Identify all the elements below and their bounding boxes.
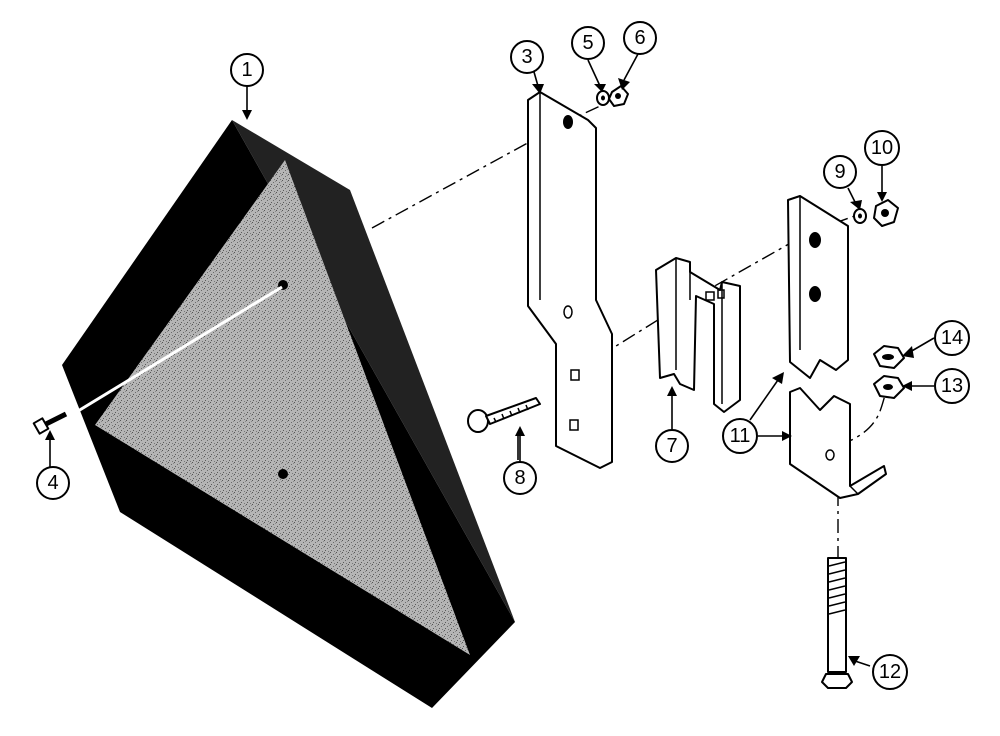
svg-text:11: 11 — [730, 425, 751, 447]
callout-6: 6 — [623, 21, 657, 55]
callout-10: 10 — [864, 130, 900, 166]
bolt-part-4 — [32, 411, 68, 468]
svg-text:3: 3 — [521, 46, 532, 68]
washer-part-9 — [853, 208, 867, 224]
bolt-part-12 — [821, 557, 871, 689]
callout-8: 8 — [503, 461, 537, 495]
bracket-part-3 — [527, 91, 613, 469]
callout-14: 14 — [934, 320, 970, 356]
smv-emblem — [59, 120, 515, 708]
callout-3: 3 — [510, 40, 544, 74]
channel-part-7 — [655, 257, 741, 413]
callout-9: 9 — [823, 155, 857, 189]
callout-13: 13 — [934, 368, 970, 404]
washer-part-13 — [873, 375, 905, 399]
leader-lines — [242, 53, 935, 462]
reflective-triangle — [95, 160, 470, 655]
svg-text:13: 13 — [941, 375, 963, 397]
washer-part-5 — [596, 90, 610, 106]
svg-text:14: 14 — [941, 327, 963, 349]
svg-text:4: 4 — [47, 472, 58, 494]
callout-7: 7 — [655, 429, 689, 463]
carriage-bolt-part-8 — [467, 397, 541, 460]
angle-part-11-lower — [789, 387, 887, 499]
plate-part-11-upper — [787, 195, 849, 379]
nut-part-10 — [873, 199, 899, 227]
svg-text:5: 5 — [582, 32, 593, 54]
svg-text:8: 8 — [514, 467, 525, 489]
callout-12: 12 — [872, 654, 908, 690]
svg-text:9: 9 — [834, 161, 845, 183]
svg-text:1: 1 — [241, 59, 252, 81]
callout-4: 4 — [36, 466, 70, 500]
svg-text:7: 7 — [666, 435, 677, 457]
svg-text:10: 10 — [871, 137, 893, 159]
callout-5: 5 — [571, 26, 605, 60]
nut-part-6 — [608, 85, 629, 107]
callout-1: 1 — [230, 53, 264, 87]
callout-11-upper: 11 — [722, 418, 758, 454]
nut-part-14 — [873, 345, 905, 369]
svg-text:12: 12 — [879, 661, 901, 683]
svg-text:6: 6 — [634, 27, 645, 49]
